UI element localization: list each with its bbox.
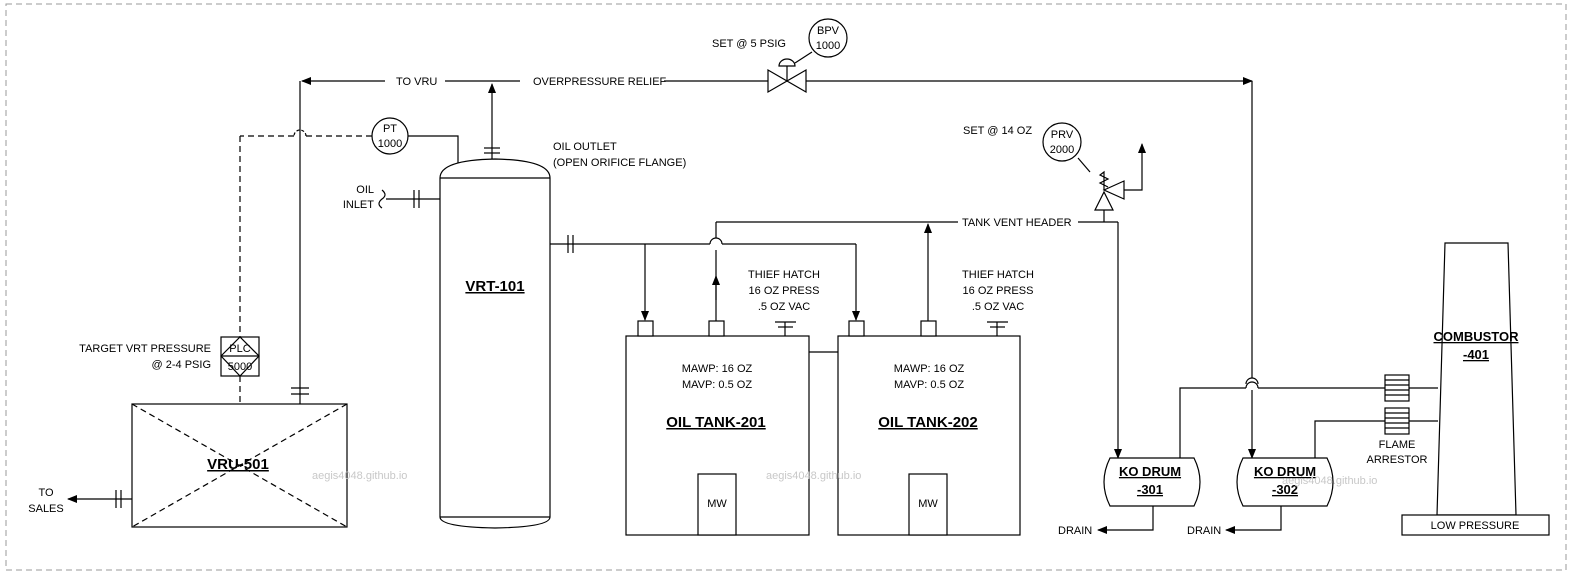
watermark-3: aegis4048.github.io: [1282, 475, 1377, 487]
tank-201-vent-nozzle: [708, 320, 725, 337]
bpv-tag: BPV: [817, 25, 840, 37]
watermark-2: aegis4048.github.io: [766, 470, 861, 482]
to-sales-line: [67, 490, 132, 508]
tank-202-thief-press: 16 OZ PRESS: [963, 285, 1034, 297]
tank-202-thief-hatch: THIEF HATCH: [962, 269, 1034, 281]
tank-202-vent-nozzle: [920, 320, 937, 337]
flame-arrestor-1: [1384, 374, 1410, 402]
oil-tank-201[interactable]: MW MAWP: 16 OZ MAVP: 0.5 OZ OIL TANK-201: [625, 320, 810, 536]
target-pressure-range: @ 2-4 PSIG: [152, 359, 211, 371]
ko-drum-302-label: KO DRUM: [1254, 464, 1316, 479]
to-sales-label-1: TO: [38, 487, 54, 499]
target-pressure-label: TARGET VRT PRESSURE: [79, 343, 211, 355]
tank-201-mawp: MAWP: 16 OZ: [682, 363, 753, 375]
tank-201-thief-hatch: THIEF HATCH: [748, 269, 820, 281]
tank-202-label: OIL TANK-202: [878, 414, 977, 431]
tank-202-manway: [908, 473, 948, 536]
oil-outlet-label: OIL OUTLET: [553, 141, 617, 153]
tank-201-thief-vac: .5 OZ VAC: [758, 301, 810, 313]
overpressure-label: OVERPRESSURE RELIEF: [533, 76, 667, 88]
watermark-1: aegis4048.github.io: [312, 470, 407, 482]
overpressure-relief-line: [299, 77, 1259, 459]
bpv-instrument-bubble: [808, 18, 848, 58]
pt-process-connection: [407, 135, 459, 168]
tank-202-thief-vac: .5 OZ VAC: [972, 301, 1024, 313]
oil-inlet-label-1: OIL: [356, 184, 374, 196]
oil-outlet-line: [550, 235, 860, 321]
vrt-label: VRT-101: [465, 278, 524, 295]
bpv-number: 1000: [816, 40, 840, 52]
flame-arrestor-label-1: FLAME: [1379, 439, 1416, 451]
tank-vent-header-label: TANK VENT HEADER: [962, 217, 1072, 229]
prv-setpoint-label: SET @ 14 OZ: [963, 125, 1032, 137]
tank-202-mavp: MAVP: 0.5 OZ: [894, 379, 964, 391]
vrt-top-vent: [484, 83, 500, 160]
ko-to-combustor-lines: [1179, 381, 1438, 458]
tank-201-inlet-nozzle: [637, 320, 654, 337]
oil-inlet: [378, 189, 440, 209]
tank-201-thief-press: 16 OZ PRESS: [749, 285, 820, 297]
tank-202-mawp: MAWP: 16 OZ: [894, 363, 965, 375]
plc-controller[interactable]: PLC 5000: [220, 336, 260, 377]
oil-tank-202[interactable]: MW MAWP: 16 OZ MAVP: 0.5 OZ OIL TANK-202: [837, 320, 1021, 536]
to-sales-label-2: SALES: [28, 503, 63, 515]
tank-201-label: OIL TANK-201: [666, 414, 765, 431]
vru-501[interactable]: VRU-501: [131, 403, 348, 528]
prv-tag: PRV: [1051, 129, 1074, 141]
flame-arrestor-2: [1384, 407, 1410, 435]
pt-tag: PT: [383, 123, 397, 135]
vru-label: VRU-501: [207, 456, 269, 473]
vru-suction-line: [291, 387, 309, 404]
combustor-number: -401: [1463, 347, 1489, 362]
diagram-border: [5, 3, 1567, 571]
pt-transmitter[interactable]: PT 1000: [371, 117, 409, 155]
ko-drum-302-number: -302: [1272, 482, 1298, 497]
flame-arrestor-label-2: ARRESTOR: [1367, 454, 1428, 466]
prv-valve[interactable]: PRV 2000: [1042, 122, 1146, 222]
tank-vent-header: [712, 221, 1122, 459]
prv-instrument-bubble: [1042, 122, 1082, 162]
combustor-401[interactable]: COMBUSTOR -401 LOW PRESSURE: [1401, 242, 1550, 536]
to-vru-label: TO VRU: [396, 76, 437, 88]
ko-drum-301-number: -301: [1137, 482, 1163, 497]
tank-202-inlet-nozzle: [848, 320, 865, 337]
combustor-base-label: LOW PRESSURE: [1431, 520, 1520, 532]
ko-302-drain-line: [1225, 506, 1282, 534]
vrt-101[interactable]: VRT-101: [439, 158, 551, 529]
prv-number: 2000: [1050, 144, 1074, 156]
bpv-valve[interactable]: BPV 1000: [767, 18, 848, 94]
tank-201-mw-label: MW: [707, 498, 727, 510]
ko-301-drain-line: [1097, 506, 1154, 534]
ko-302-drain-label: DRAIN: [1187, 525, 1221, 537]
ko-drum-301-label: KO DRUM: [1119, 464, 1181, 479]
ko-drum-302[interactable]: KO DRUM -302: [1236, 457, 1334, 507]
tank-201-mavp: MAVP: 0.5 OZ: [682, 379, 752, 391]
bpv-setpoint-label: SET @ 5 PSIG: [712, 38, 786, 50]
combustor-label: COMBUSTOR: [1434, 329, 1520, 344]
ko-drum-301[interactable]: KO DRUM -301: [1103, 457, 1201, 507]
plc-number: 5000: [228, 361, 252, 373]
tank-202-mw-label: MW: [918, 498, 938, 510]
pt-number: 1000: [378, 138, 402, 150]
tank-201-manway: [697, 473, 737, 536]
oil-outlet-sublabel: (OPEN ORIFICE FLANGE): [553, 157, 686, 169]
pt-signal-line: [239, 129, 372, 404]
oil-inlet-label-2: INLET: [343, 199, 374, 211]
ko-301-drain-label: DRAIN: [1058, 525, 1092, 537]
plc-tag: PLC: [229, 343, 250, 355]
